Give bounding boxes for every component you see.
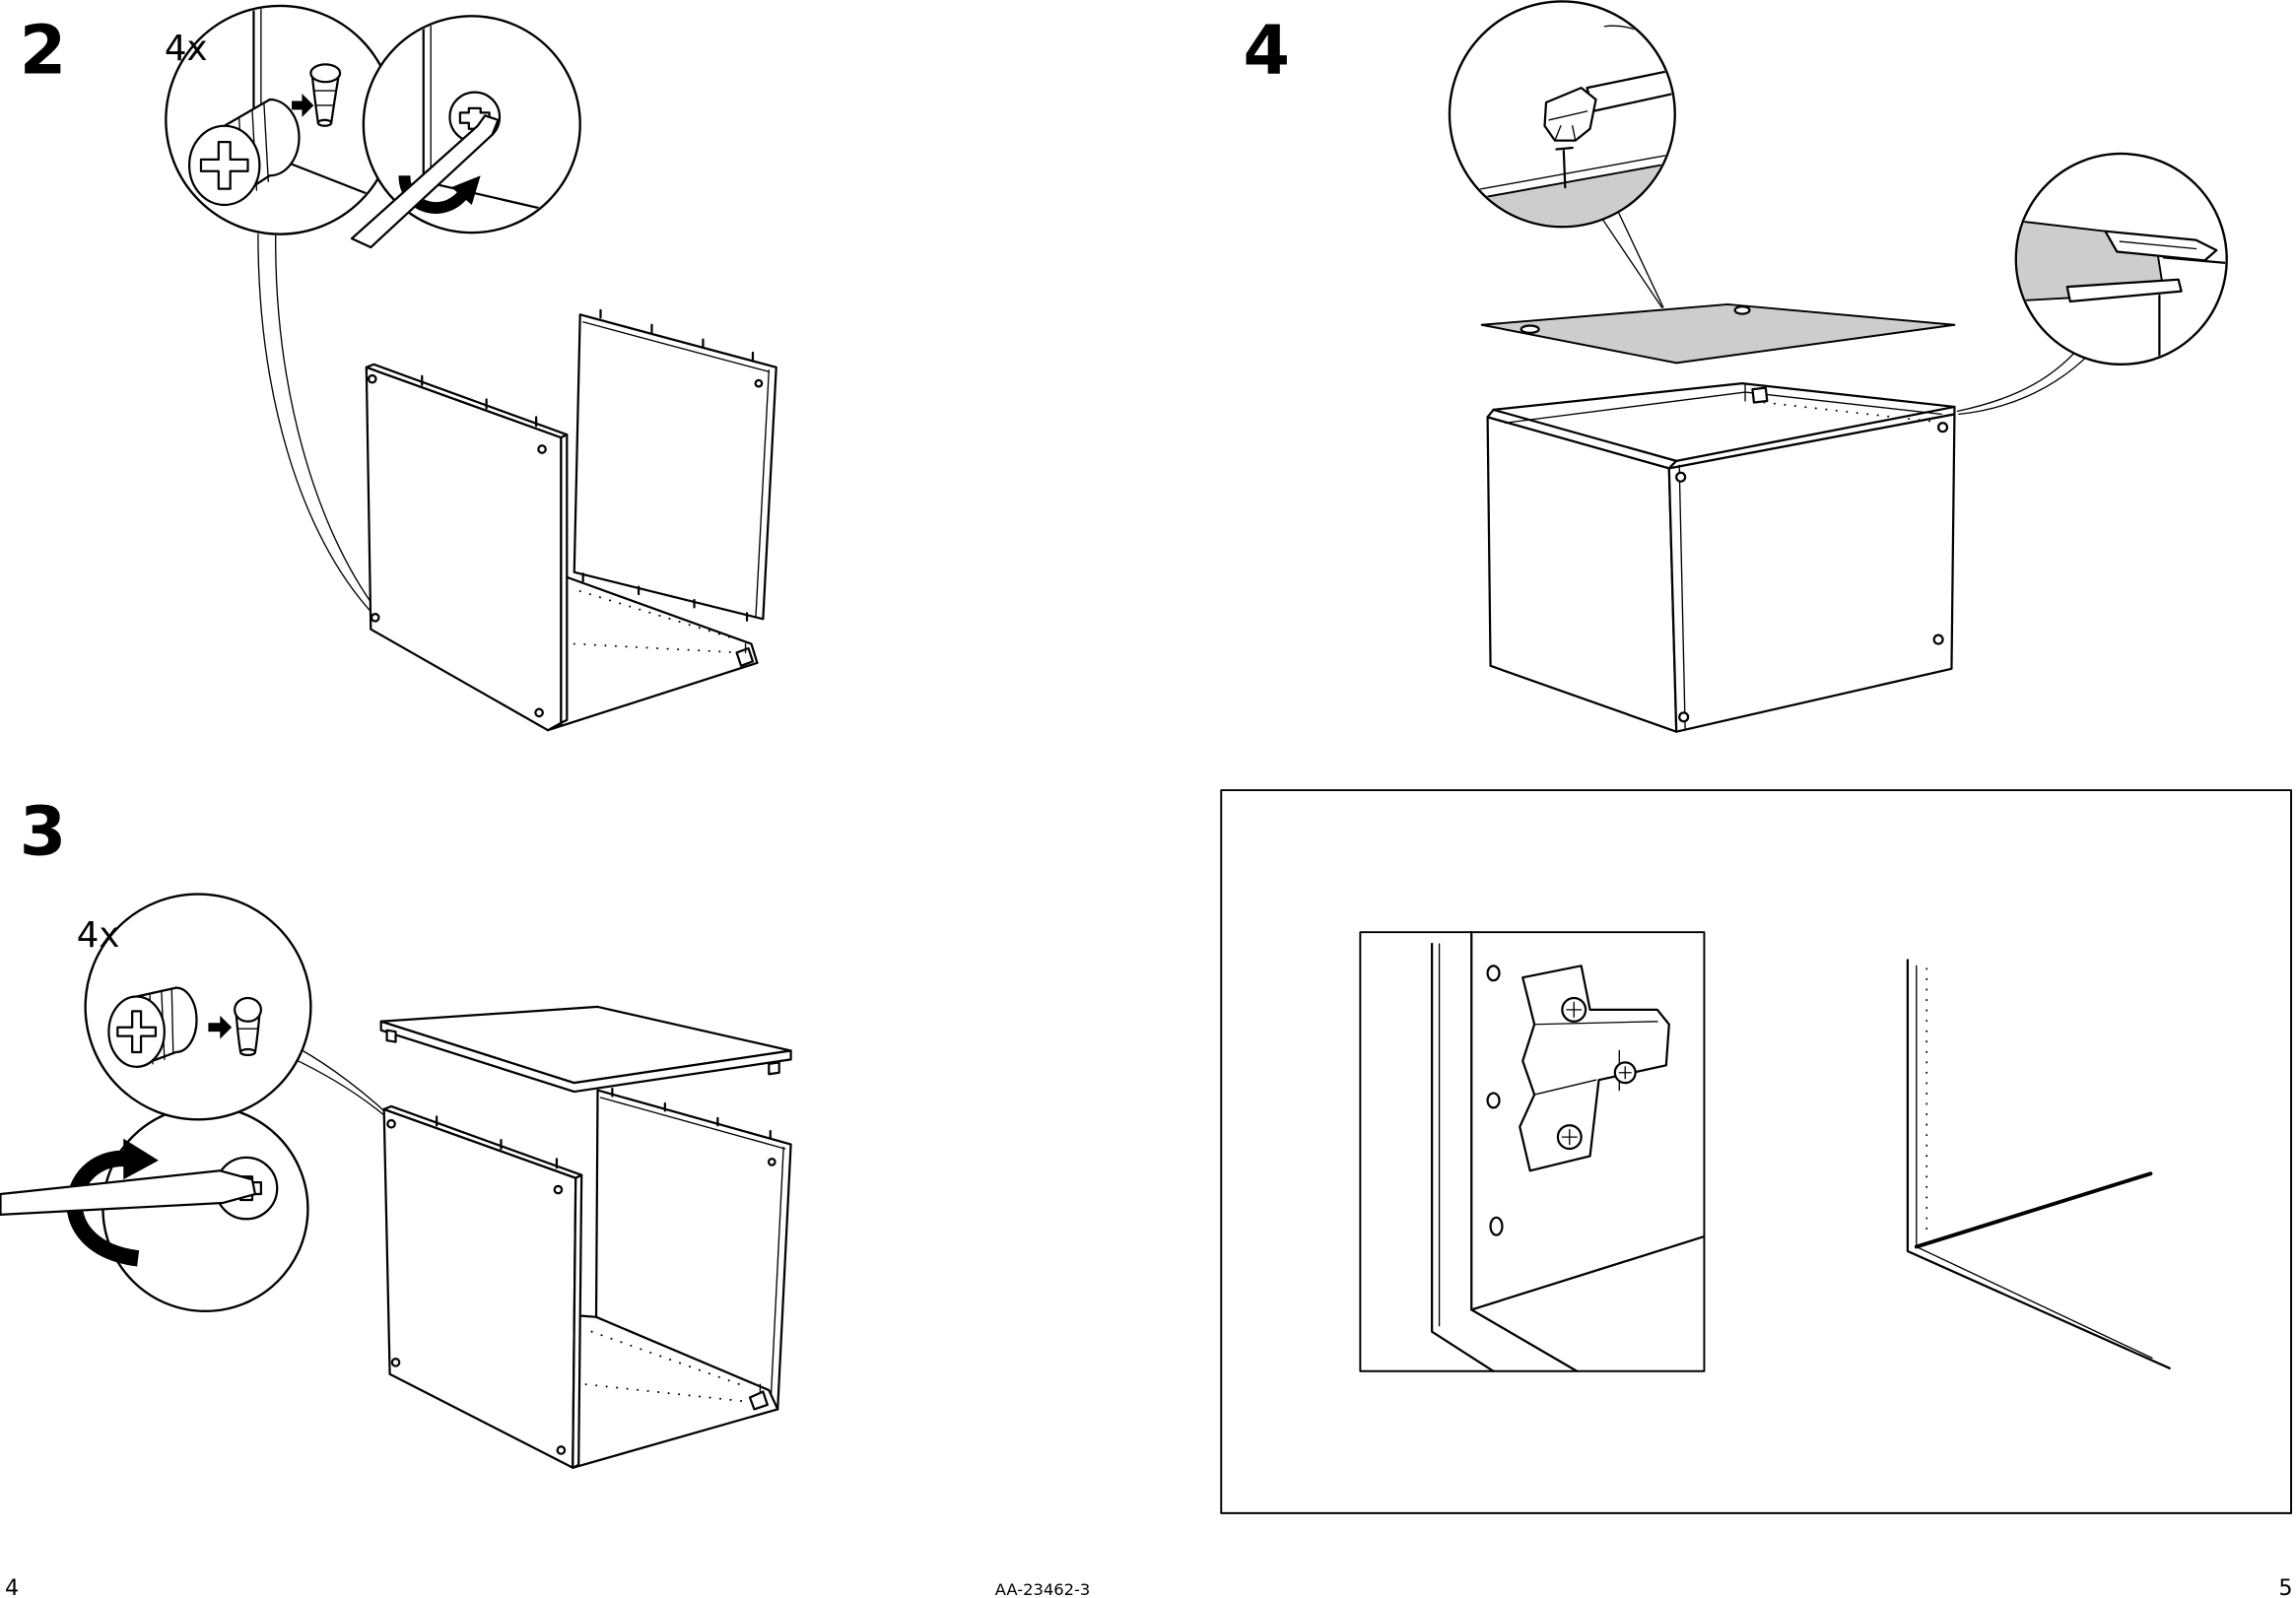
- step-2-quantity: 4x: [165, 29, 208, 69]
- panel-hole: [1488, 965, 1500, 980]
- page-number-right: 5: [2278, 1575, 2292, 1598]
- panel-hole: [756, 380, 763, 387]
- panel-side-edge: [561, 434, 567, 723]
- panel-hole: [387, 1120, 394, 1127]
- step-3-quantity: 4x: [77, 915, 120, 956]
- panel-hole: [1491, 1218, 1503, 1235]
- panel-hole: [535, 709, 542, 716]
- step-4-number: 4: [1244, 12, 1291, 90]
- panel-hole: [1521, 325, 1539, 332]
- panel-hole: [1735, 306, 1750, 313]
- panel-hole: [371, 614, 378, 621]
- cam-fitting: [769, 1062, 778, 1074]
- panel-hole: [1488, 1094, 1500, 1108]
- panel-hole: [369, 375, 375, 382]
- nail: [1564, 151, 1565, 187]
- panel-hole: [555, 1186, 562, 1193]
- side-panel-right: [574, 314, 777, 619]
- document-id: AA-23462-3: [995, 1580, 1091, 1598]
- panel-hole: [1938, 423, 1947, 432]
- panel-hole: [1676, 473, 1685, 482]
- step-3-number: 3: [20, 793, 67, 871]
- cam-fitting: [1752, 388, 1767, 403]
- panel-hole: [769, 1159, 776, 1165]
- step-2-number: 2: [20, 12, 67, 90]
- panel-hole: [1934, 635, 1943, 644]
- cam-fitting: [737, 648, 753, 666]
- panel-hole: [1679, 712, 1688, 721]
- panel-hole: [558, 1446, 565, 1453]
- panel-hole: [538, 445, 545, 452]
- cam-screw-dowel: [235, 998, 261, 1055]
- cam-fitting: [387, 1031, 396, 1042]
- page-number-left: 4: [5, 1575, 19, 1598]
- panel-hole: [392, 1359, 399, 1365]
